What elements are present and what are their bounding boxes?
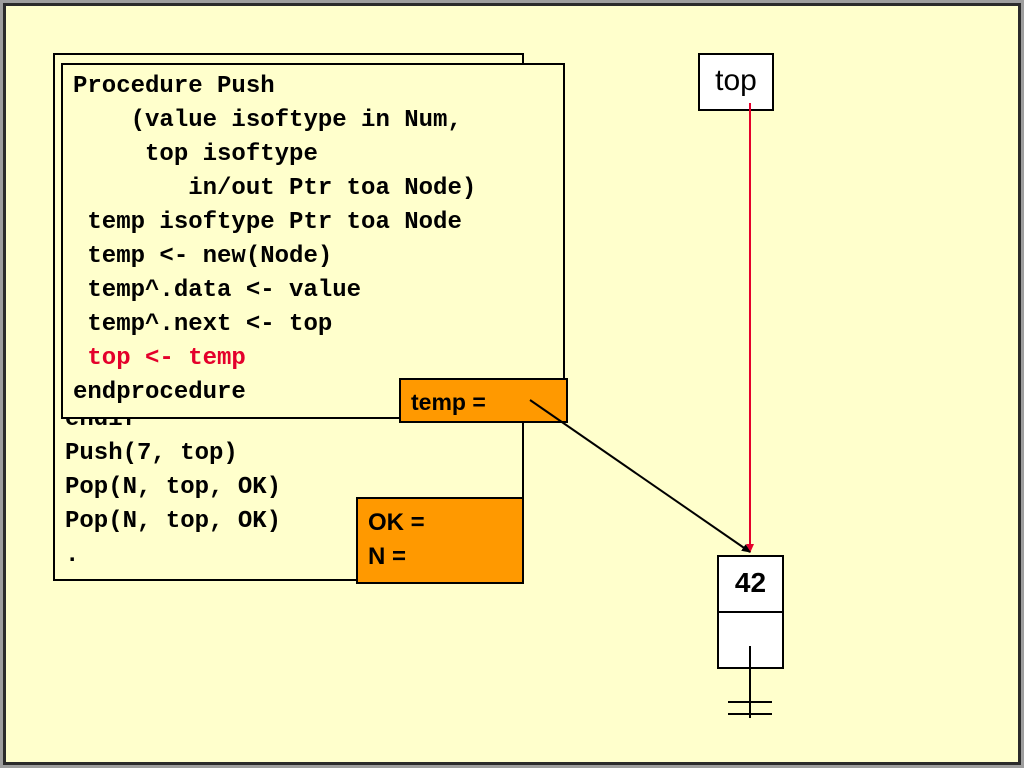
procedure-line: temp^.data <- value <box>73 277 362 304</box>
procedure-line: top isoftype <box>73 141 318 168</box>
procedure-line: in/out Ptr toa Node) <box>73 175 477 202</box>
main-program-line: . <box>65 542 80 569</box>
top-pointer-label: top <box>715 64 757 97</box>
procedure-line: temp^.next <- top <box>73 311 333 338</box>
node-data-value: 42 <box>734 567 767 598</box>
main-program-line: Pop(N, top, OK) <box>65 474 282 501</box>
ok-n-variable-box: OK = N = <box>356 497 524 584</box>
procedure-line: temp isoftype Ptr toa Node <box>73 209 462 236</box>
ok-variable-label: OK = <box>368 509 425 536</box>
temp-pointer-arrow <box>529 399 751 553</box>
procedure-line: endprocedure <box>73 379 246 406</box>
pointer-arrows <box>529 103 772 718</box>
procedure-line-highlighted: top <- temp <box>73 345 246 372</box>
top-pointer-box: top <box>698 53 774 111</box>
main-program-line: Pop(N, top, OK) <box>65 508 282 535</box>
main-program-line: Push(7, top) <box>65 440 238 467</box>
n-variable-label: N = <box>368 543 407 570</box>
procedure-push-box: Procedure Push (value isoftype in Num, t… <box>61 63 565 419</box>
temp-variable-label: temp = <box>411 389 486 415</box>
temp-variable-box: temp = <box>399 378 568 423</box>
slide: endif Push(7, top) Pop(N, top, OK) Pop(N… <box>3 3 1021 765</box>
procedure-line: Procedure Push <box>73 73 275 100</box>
procedure-line: (value isoftype in Num, <box>73 107 462 134</box>
procedure-line: temp <- new(Node) <box>73 243 333 270</box>
ground-icon <box>728 646 772 718</box>
